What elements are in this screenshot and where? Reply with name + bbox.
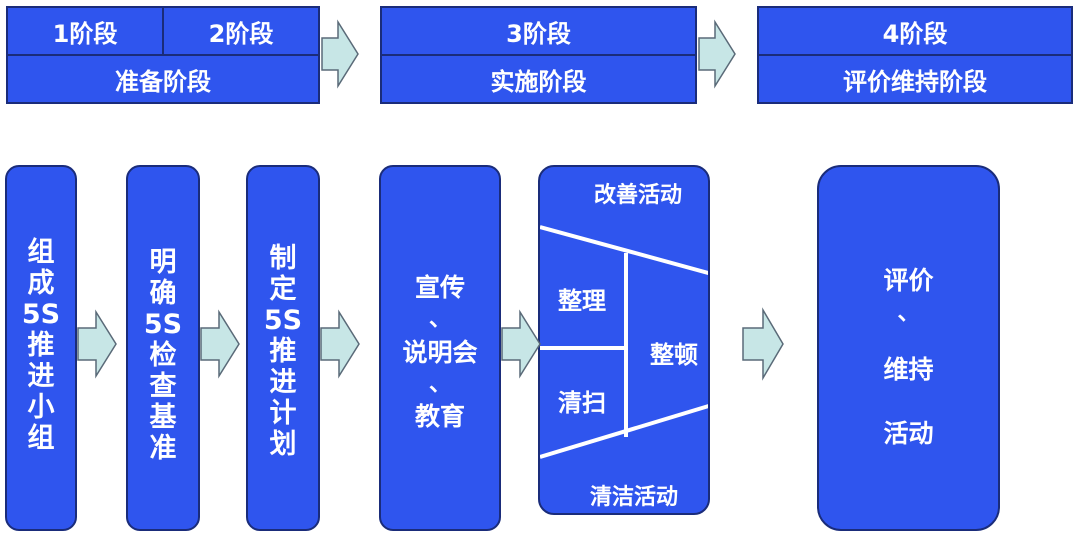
card-char: 进 xyxy=(269,367,297,398)
evaluation-maintenance-card: 评价 、 维持 活动 xyxy=(817,165,1000,531)
improvement-activity-card: 改善活动 整理 清扫 整顿 清洁活动 xyxy=(538,165,710,515)
card-char: 计 xyxy=(269,398,297,429)
card-char: 5S xyxy=(21,299,61,330)
final-sep: 、 xyxy=(897,301,920,326)
impl-phase-label: 实施阶段 xyxy=(490,67,587,96)
eval-phase-label: 评价维持阶段 xyxy=(843,67,987,96)
card-char: 基 xyxy=(149,402,177,433)
form-team-card: 组 成 5S 推 进 小 组 xyxy=(5,165,77,531)
card-char: 检 xyxy=(149,340,177,371)
arrow-right-icon xyxy=(698,19,736,89)
card-char: 制 xyxy=(269,243,297,274)
card-char: 划 xyxy=(269,429,297,460)
promotion-education-card: 宣传 、 说明会 、 教育 xyxy=(379,165,501,531)
card-char: 推 xyxy=(269,336,297,367)
card-char: 定 xyxy=(269,274,297,305)
stage3-header: 3阶段 xyxy=(380,6,697,56)
stage2-label: 2阶段 xyxy=(208,19,274,48)
check-criteria-card: 明 确 5S 检 查 基 准 xyxy=(126,165,200,531)
arrow-right-icon xyxy=(321,19,359,89)
arrow-right-icon xyxy=(320,309,360,379)
card-char: 推 xyxy=(27,330,55,361)
arrow-right-icon xyxy=(77,309,117,379)
promo-line3: 教育 xyxy=(414,402,465,431)
card-char: 确 xyxy=(149,278,177,309)
card-char: 组 xyxy=(27,423,55,454)
card-char: 5S xyxy=(263,305,303,336)
stage2-header: 2阶段 xyxy=(162,6,320,56)
card-char: 成 xyxy=(27,268,55,299)
prep-phase-header: 准备阶段 xyxy=(6,54,320,104)
promo-sep2: 、 xyxy=(428,372,451,397)
eval-phase-header: 评价维持阶段 xyxy=(757,54,1073,104)
stage1-label: 1阶段 xyxy=(52,19,118,48)
stage1-header: 1阶段 xyxy=(6,6,164,56)
promo-line2: 说明会 xyxy=(402,338,478,367)
activity-divider-lines xyxy=(540,225,708,459)
card-char: 小 xyxy=(27,392,55,423)
card-char: 查 xyxy=(149,371,177,402)
arrow-right-icon xyxy=(501,309,541,379)
prep-phase-label: 准备阶段 xyxy=(115,67,211,96)
impl-phase-header: 实施阶段 xyxy=(380,54,697,104)
final-line1: 评价 xyxy=(883,266,934,295)
stage4-header: 4阶段 xyxy=(757,6,1073,56)
card-char: 进 xyxy=(27,361,55,392)
activity-arrange-label: 整顿 xyxy=(650,341,698,369)
stage3-label: 3阶段 xyxy=(506,19,571,48)
promo-line1: 宣传 xyxy=(414,273,465,302)
activity-bottom-label: 清洁活动 xyxy=(590,485,679,510)
activity-top-label: 改善活动 xyxy=(594,183,683,208)
activity-sweep-label: 清扫 xyxy=(558,389,606,417)
stage4-label: 4阶段 xyxy=(882,19,948,48)
activity-sort-label: 整理 xyxy=(558,287,606,315)
make-plan-card: 制 定 5S 推 进 计 划 xyxy=(246,165,320,531)
final-line2: 维持 xyxy=(883,355,934,384)
card-char: 准 xyxy=(149,433,177,464)
promo-sep1: 、 xyxy=(428,307,451,332)
final-line3: 活动 xyxy=(883,419,934,448)
card-char: 5S xyxy=(143,309,183,340)
arrow-right-icon xyxy=(200,309,240,379)
arrow-right-icon xyxy=(742,307,784,381)
card-char: 明 xyxy=(149,247,177,278)
card-char: 组 xyxy=(27,237,55,268)
